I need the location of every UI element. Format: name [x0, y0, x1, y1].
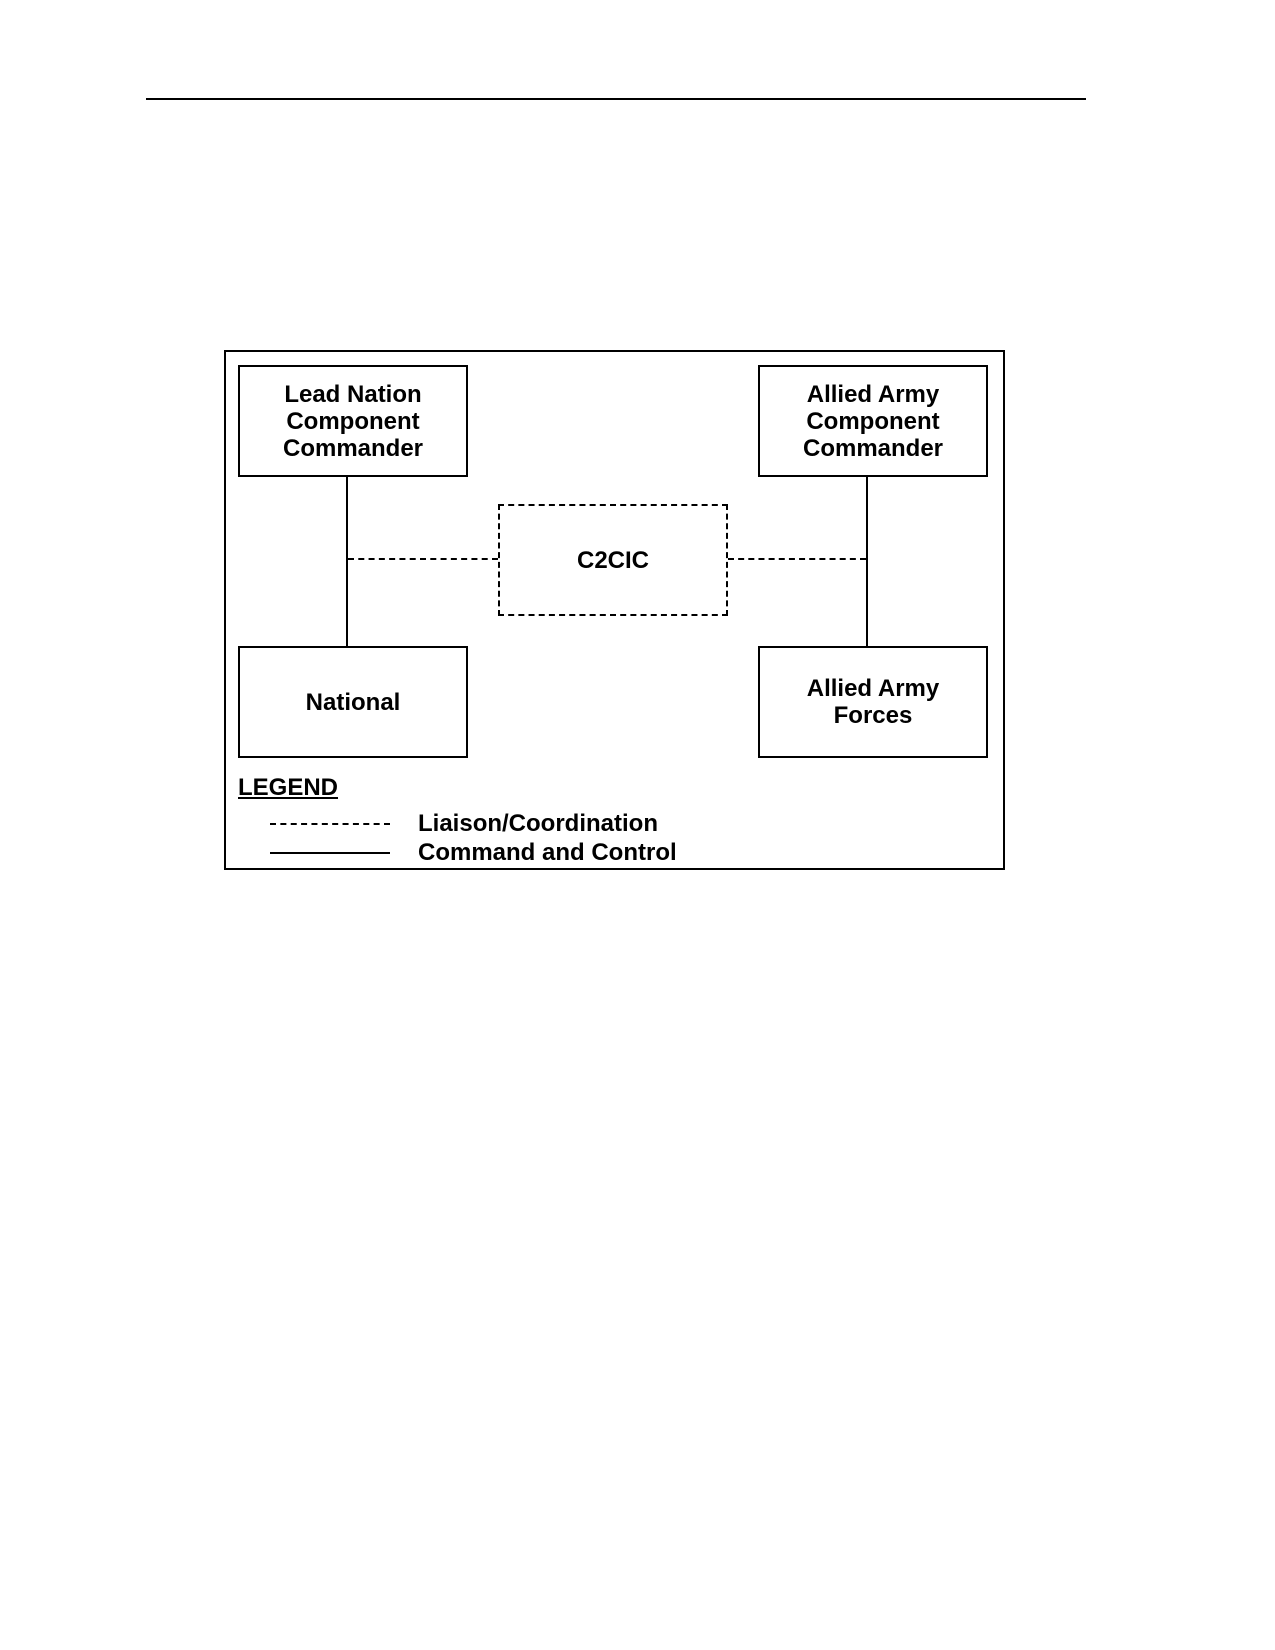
legend-item-liaison: Liaison/Coordination: [270, 809, 658, 839]
node-lead-nation-component-commander: Lead Nation Component Commander: [238, 365, 468, 477]
node-national: National: [238, 646, 468, 758]
node-allied-army-component-commander: Allied Army Component Commander: [758, 365, 988, 477]
liaison-line-left: [348, 558, 498, 560]
diagram-frame: [224, 350, 1005, 870]
node-c2cic: C2CIC: [498, 504, 728, 616]
legend-item-command: Command and Control: [270, 838, 677, 868]
legend-label: Command and Control: [418, 839, 677, 866]
legend-label: Liaison/Coordination: [418, 810, 658, 837]
legend-solid-line-swatch: [270, 852, 390, 854]
header-rule: [146, 98, 1086, 100]
command-line-right: [866, 477, 868, 646]
liaison-line-right: [728, 558, 866, 560]
legend-dashed-line-swatch: [270, 823, 390, 825]
command-line-left: [346, 477, 348, 646]
legend-title: LEGEND: [238, 774, 339, 801]
node-allied-army-forces: Allied Army Forces: [758, 646, 988, 758]
